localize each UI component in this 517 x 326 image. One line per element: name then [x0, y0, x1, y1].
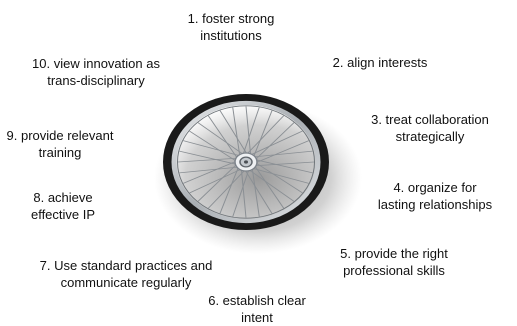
principle-4-label: 4. organize for lasting relationships — [377, 180, 493, 212]
wheel-spoke — [197, 122, 245, 156]
principle-8-label: 8. achieve effective IP — [30, 190, 96, 222]
wheel-spoke — [177, 157, 239, 163]
wheel-spoke — [197, 163, 238, 202]
wheel-axle — [244, 160, 248, 164]
wheel-rim-inner — [177, 105, 315, 219]
wheel-spoke — [232, 107, 241, 157]
wheel-spoke — [254, 122, 295, 161]
wheel-spoke — [207, 115, 239, 160]
wheel-spoke — [249, 130, 303, 156]
principle-3-label: 3. treat collaboration strategically — [371, 112, 489, 144]
wheel-spoke — [252, 110, 273, 158]
wheel-spoke — [254, 159, 313, 174]
wheel-spoke — [245, 106, 252, 156]
wheel-spoke — [247, 168, 295, 202]
wheel-spokes — [177, 106, 315, 218]
principle-1-label: 1. foster strong institutions — [187, 11, 275, 43]
wheel-spoke — [189, 130, 238, 163]
wheel-spoke — [253, 164, 285, 209]
wheel-spoke — [253, 161, 315, 167]
wheel-rim-outer — [171, 100, 321, 224]
wheel-spoke — [240, 168, 247, 218]
wheel-spoke — [179, 150, 238, 165]
principle-7-label: 7. Use standard practices and communicat… — [39, 258, 213, 290]
principle-5-label: 5. provide the right professional skills — [340, 246, 448, 278]
principle-2-label: 2. align interests — [332, 55, 428, 70]
wheel-spoke — [242, 107, 260, 156]
wheel-spoke — [182, 160, 238, 184]
wheel-spoke — [245, 115, 285, 155]
wheel-spoke — [219, 166, 240, 214]
wheel-spoke — [244, 169, 273, 214]
wheel-spoke — [183, 140, 241, 157]
principle-9-label: 9. provide relevant training — [6, 128, 114, 160]
principle-6-label: 6. establish clear intent — [208, 293, 306, 325]
wheel-tire — [163, 93, 329, 231]
wheel-spoke — [232, 168, 250, 217]
principle-10-label: 10. view innovation as trans-disciplinar… — [32, 56, 160, 88]
wheel-spoke — [254, 161, 303, 194]
wheel-spoke — [251, 167, 260, 217]
wheel-spoke — [189, 168, 243, 194]
wheel-spoke — [251, 167, 309, 184]
wheel-spoke — [219, 110, 248, 155]
wheel-spoke — [254, 140, 310, 164]
wheel-spoke — [252, 150, 313, 158]
wheel-spoke — [179, 166, 240, 174]
wheel-spoke — [207, 169, 247, 209]
